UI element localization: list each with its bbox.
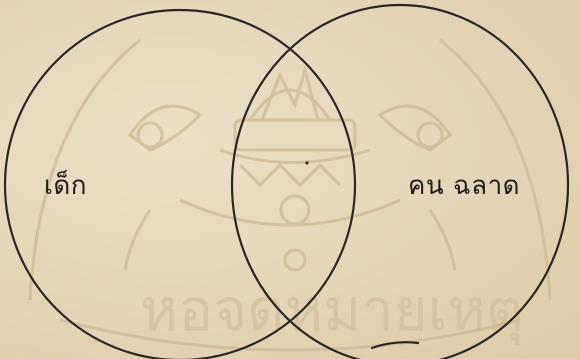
set-label-right: คน ฉลาด bbox=[408, 165, 520, 206]
set-label-left: เด็ก bbox=[44, 165, 87, 206]
pen-dot-mark bbox=[305, 161, 308, 164]
pen-arrow-mark bbox=[372, 342, 418, 348]
